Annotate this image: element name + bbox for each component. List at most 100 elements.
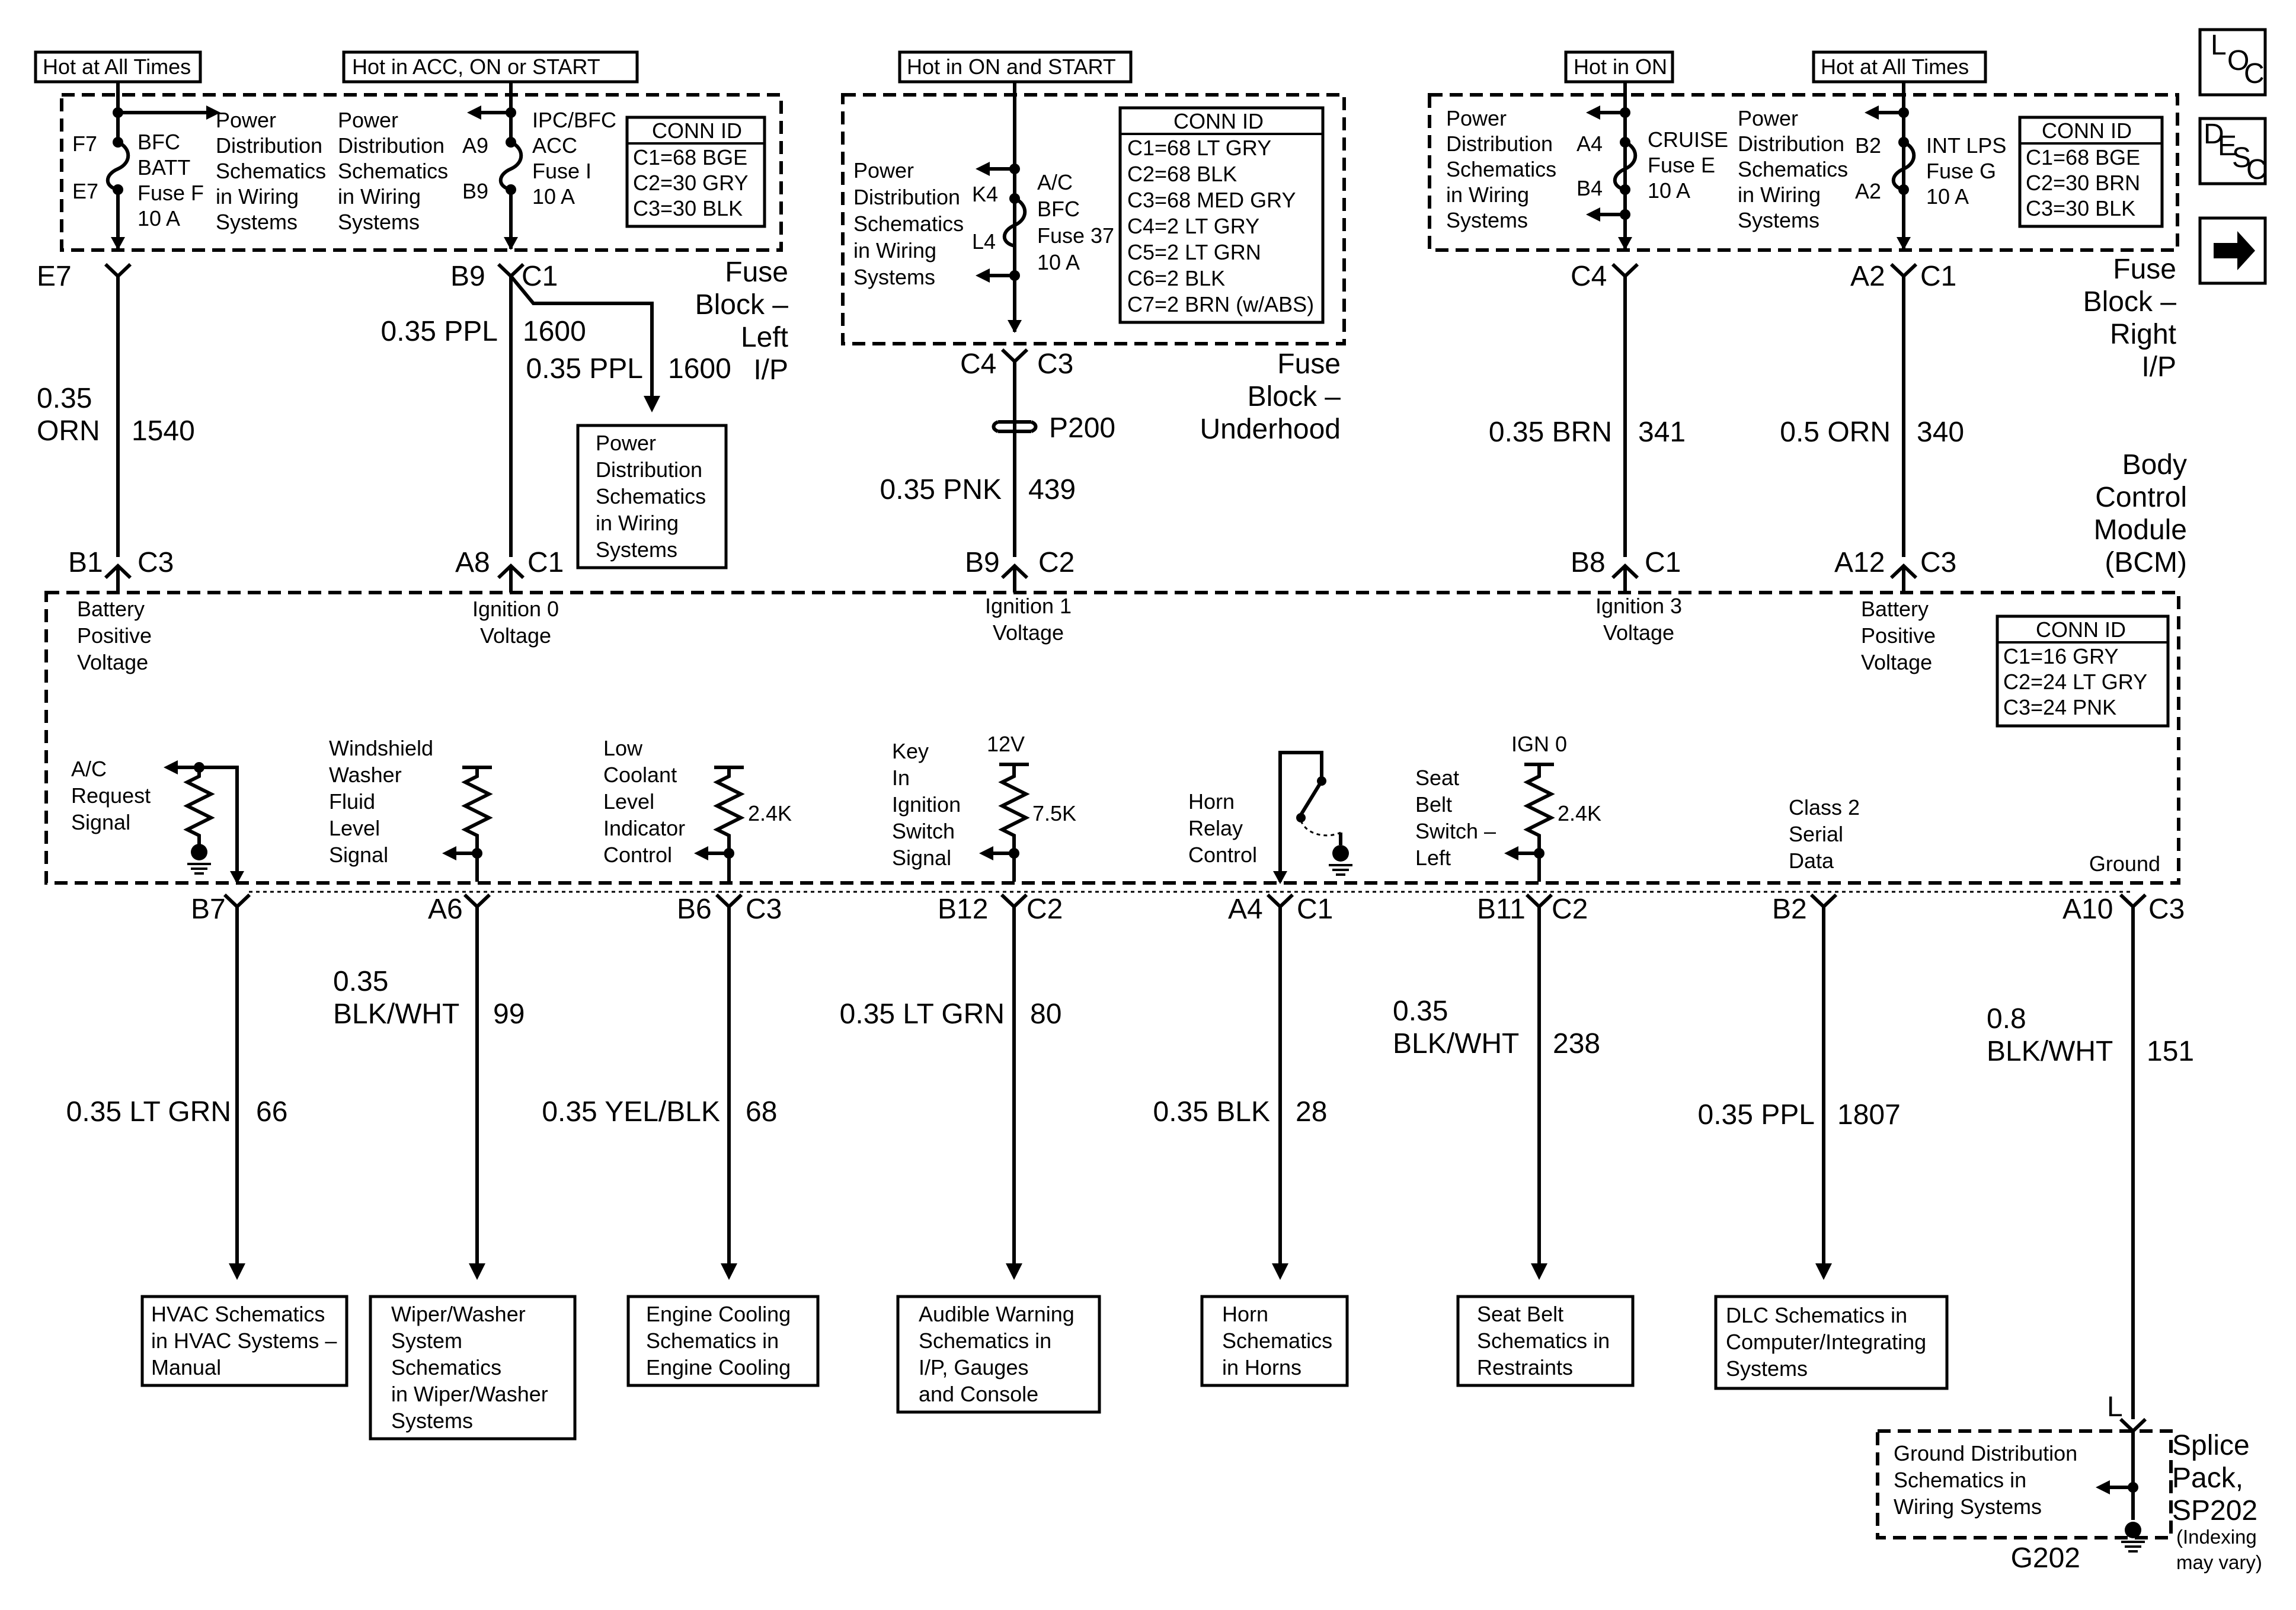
svg-text:in Wiring: in Wiring [1738, 183, 1821, 207]
svg-text:Schematics: Schematics [1222, 1329, 1332, 1353]
svg-text:A12: A12 [1834, 547, 1885, 578]
pin-b9: B9 [462, 179, 488, 203]
svg-text:238: 238 [1553, 1028, 1600, 1060]
dest-wiper-washer-schematics[interactable]: Wiper/Washer System Schematics in Wiper/… [369, 1295, 577, 1441]
svg-text:Hot at All Times: Hot at All Times [43, 55, 191, 79]
svg-text:10 A: 10 A [137, 206, 180, 231]
svg-text:Control: Control [603, 843, 672, 867]
dest-horn-schematics[interactable]: Horn Schematics in Horns [1200, 1295, 1349, 1387]
svg-text:10 A: 10 A [1926, 184, 1969, 209]
conn-c4-right: C4 [1571, 261, 1607, 292]
fuse-block-left: F7 E7 BFC BATT Fuse F 10 A Power Distrib… [60, 82, 783, 252]
fuse-block-right: Power Distribution Schematics in Wiring … [1428, 82, 2179, 252]
svg-text:Positive: Positive [1861, 623, 1936, 648]
splice-pin-l: L [2107, 1391, 2123, 1423]
wire-439-number: 439 [1028, 474, 1076, 505]
svg-text:Schematics: Schematics [1446, 157, 1556, 181]
next-button[interactable] [2198, 216, 2267, 285]
svg-text:C1=68 BGE: C1=68 BGE [633, 145, 747, 169]
svg-text:Module: Module [2094, 514, 2187, 546]
dest-hvac-schematics[interactable]: HVAC Schematics in HVAC Systems – Manual [140, 1295, 348, 1387]
dest-audible-warning-schematics[interactable]: Audible Warning Schematics in I/P, Gauge… [896, 1295, 1101, 1414]
svg-text:in HVAC Systems –: in HVAC Systems – [151, 1329, 337, 1353]
svg-text:Splice: Splice [2172, 1430, 2250, 1461]
svg-text:Power: Power [1446, 106, 1507, 130]
svg-text:Computer/Integrating: Computer/Integrating [1726, 1330, 1926, 1354]
svg-text:SP202: SP202 [2172, 1495, 2257, 1526]
svg-text:C1=68 LT GRY: C1=68 LT GRY [1127, 136, 1271, 160]
svg-text:C1: C1 [1645, 547, 1681, 578]
svg-text:I/P: I/P [753, 354, 788, 386]
dest-seat-belt-schematics[interactable]: Seat Belt Schematics in Restraints [1456, 1295, 1635, 1387]
svg-text:Schematics in: Schematics in [1477, 1329, 1610, 1353]
dest-engine-cooling-schematics[interactable]: Engine Cooling Schematics in Engine Cool… [626, 1295, 820, 1387]
pin-f7: F7 [72, 132, 97, 156]
ground-g202: G202 [2011, 1542, 2080, 1574]
svg-text:10 A: 10 A [1648, 178, 1690, 203]
desc-button[interactable]: D E S C [2198, 117, 2267, 185]
svg-text:Schematics in: Schematics in [646, 1329, 779, 1353]
svg-text:Distribution: Distribution [338, 133, 445, 158]
fuse-i-label: IPC/BFC [532, 108, 616, 132]
wire-340-color: 0.5 ORN [1780, 417, 1891, 448]
svg-text:BLK/WHT: BLK/WHT [1987, 1036, 2113, 1067]
svg-text:C2: C2 [1552, 894, 1588, 925]
svg-text:Belt: Belt [1415, 792, 1452, 817]
pin-l4: L4 [972, 229, 996, 254]
svg-text:Block –: Block – [1248, 381, 1341, 412]
fuse-e-label: CRUISE [1648, 127, 1728, 152]
svg-text:Hot in ACC, ON or START: Hot in ACC, ON or START [352, 55, 600, 79]
svg-text:A10: A10 [2062, 894, 2113, 925]
bcm-label: Body Control Module (BCM) [2094, 449, 2187, 578]
svg-text:1807: 1807 [1837, 1099, 1901, 1131]
svg-text:Systems: Systems [391, 1409, 473, 1433]
svg-text:Control: Control [2095, 482, 2187, 513]
dest-dlc-schematics[interactable]: DLC Schematics in Computer/Integrating S… [1714, 1295, 1949, 1390]
svg-text:Body: Body [2122, 449, 2187, 481]
loc-letter-l: L [2211, 30, 2227, 61]
svg-text:System: System [391, 1329, 462, 1353]
fuse-block-right-label: Fuse Block – Right I/P [2083, 254, 2177, 383]
svg-text:Left: Left [741, 322, 788, 353]
svg-text:151: 151 [2147, 1036, 2194, 1067]
loc-button[interactable]: L O C [2198, 28, 2267, 97]
circuit-key-in-ignition: Key In Ignition Switch Signal 12V 7.5K [892, 732, 1076, 882]
conn-c1-right: C1 [1920, 261, 1956, 292]
pin-a4-fuse: A4 [1576, 132, 1603, 156]
svg-text:Key: Key [892, 739, 929, 763]
pin-a2-lower: A2 [1850, 261, 1885, 292]
svg-text:A4: A4 [1228, 894, 1263, 925]
svg-text:BLK/WHT: BLK/WHT [1393, 1028, 1519, 1060]
svg-text:B6: B6 [677, 894, 712, 925]
svg-text:Horn: Horn [1188, 789, 1235, 814]
svg-text:C3: C3 [1920, 547, 1956, 578]
svg-text:Systems: Systems [216, 210, 298, 234]
header-hot-on: Hot in ON [1564, 50, 1674, 84]
svg-text:0.35 LT GRN: 0.35 LT GRN [66, 1096, 231, 1128]
svg-text:Signal: Signal [71, 810, 130, 834]
svg-text:B2: B2 [1772, 894, 1807, 925]
conn-id-fuse-right: CONN ID C1=68 BGE C2=30 BRN C3=30 BLK [2018, 116, 2164, 228]
svg-text:Fuse: Fuse [2113, 254, 2176, 285]
svg-text:Relay: Relay [1188, 816, 1243, 840]
svg-text:Switch –: Switch – [1415, 819, 1496, 843]
svg-text:B11: B11 [1477, 894, 1526, 925]
circuit-horn-relay: Horn Relay Control [1188, 751, 1352, 884]
svg-text:Voltage: Voltage [993, 620, 1064, 645]
svg-text:Seat Belt: Seat Belt [1477, 1302, 1563, 1326]
header-hot-all-times-right: Hot at All Times [1812, 50, 1987, 84]
svg-text:Systems: Systems [1446, 208, 1528, 232]
svg-text:Block –: Block – [695, 289, 789, 321]
svg-text:Schematics in: Schematics in [1894, 1468, 2026, 1492]
svg-text:68: 68 [746, 1096, 777, 1128]
svg-text:in Wiring: in Wiring [338, 184, 421, 209]
svg-text:Coolant: Coolant [603, 763, 677, 787]
svg-text:Power: Power [338, 108, 398, 132]
svg-text:Fuse E: Fuse E [1648, 153, 1715, 177]
svg-text:and Console: and Console [919, 1382, 1038, 1406]
svg-text:Left: Left [1415, 846, 1451, 870]
svg-text:B1: B1 [68, 547, 103, 578]
svg-text:Schematics: Schematics [216, 159, 326, 183]
svg-text:Hot in ON and START: Hot in ON and START [907, 55, 1116, 79]
conn-id-fuse-underhood: CONN ID C1=68 LT GRY C2=68 BLK C3=68 MED… [1118, 106, 1325, 324]
